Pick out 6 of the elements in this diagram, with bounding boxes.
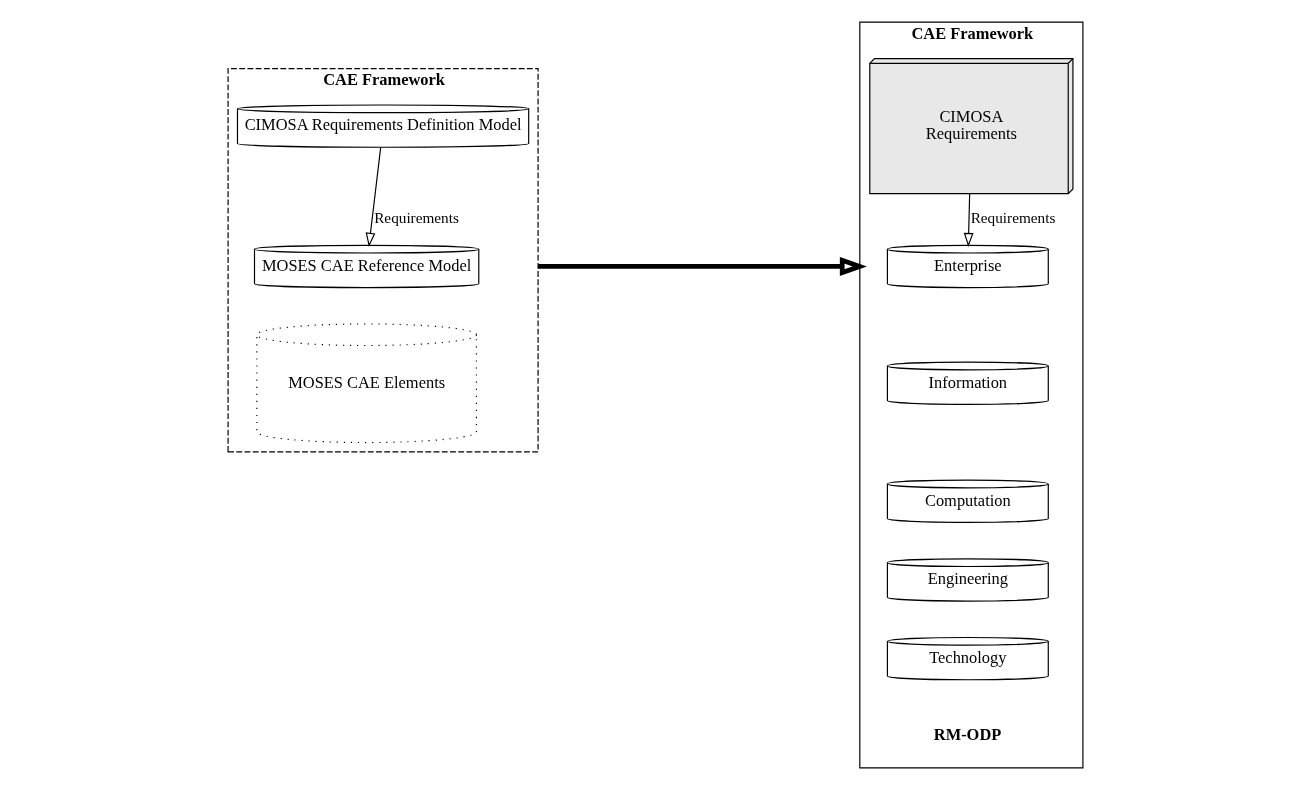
edge-label: Requirements bbox=[970, 209, 1055, 227]
arrow bbox=[963, 193, 974, 247]
label: RM-ODP bbox=[933, 725, 1001, 745]
arrow bbox=[537, 256, 867, 276]
edge-label: Requirements bbox=[373, 209, 459, 227]
arrow bbox=[365, 146, 381, 247]
